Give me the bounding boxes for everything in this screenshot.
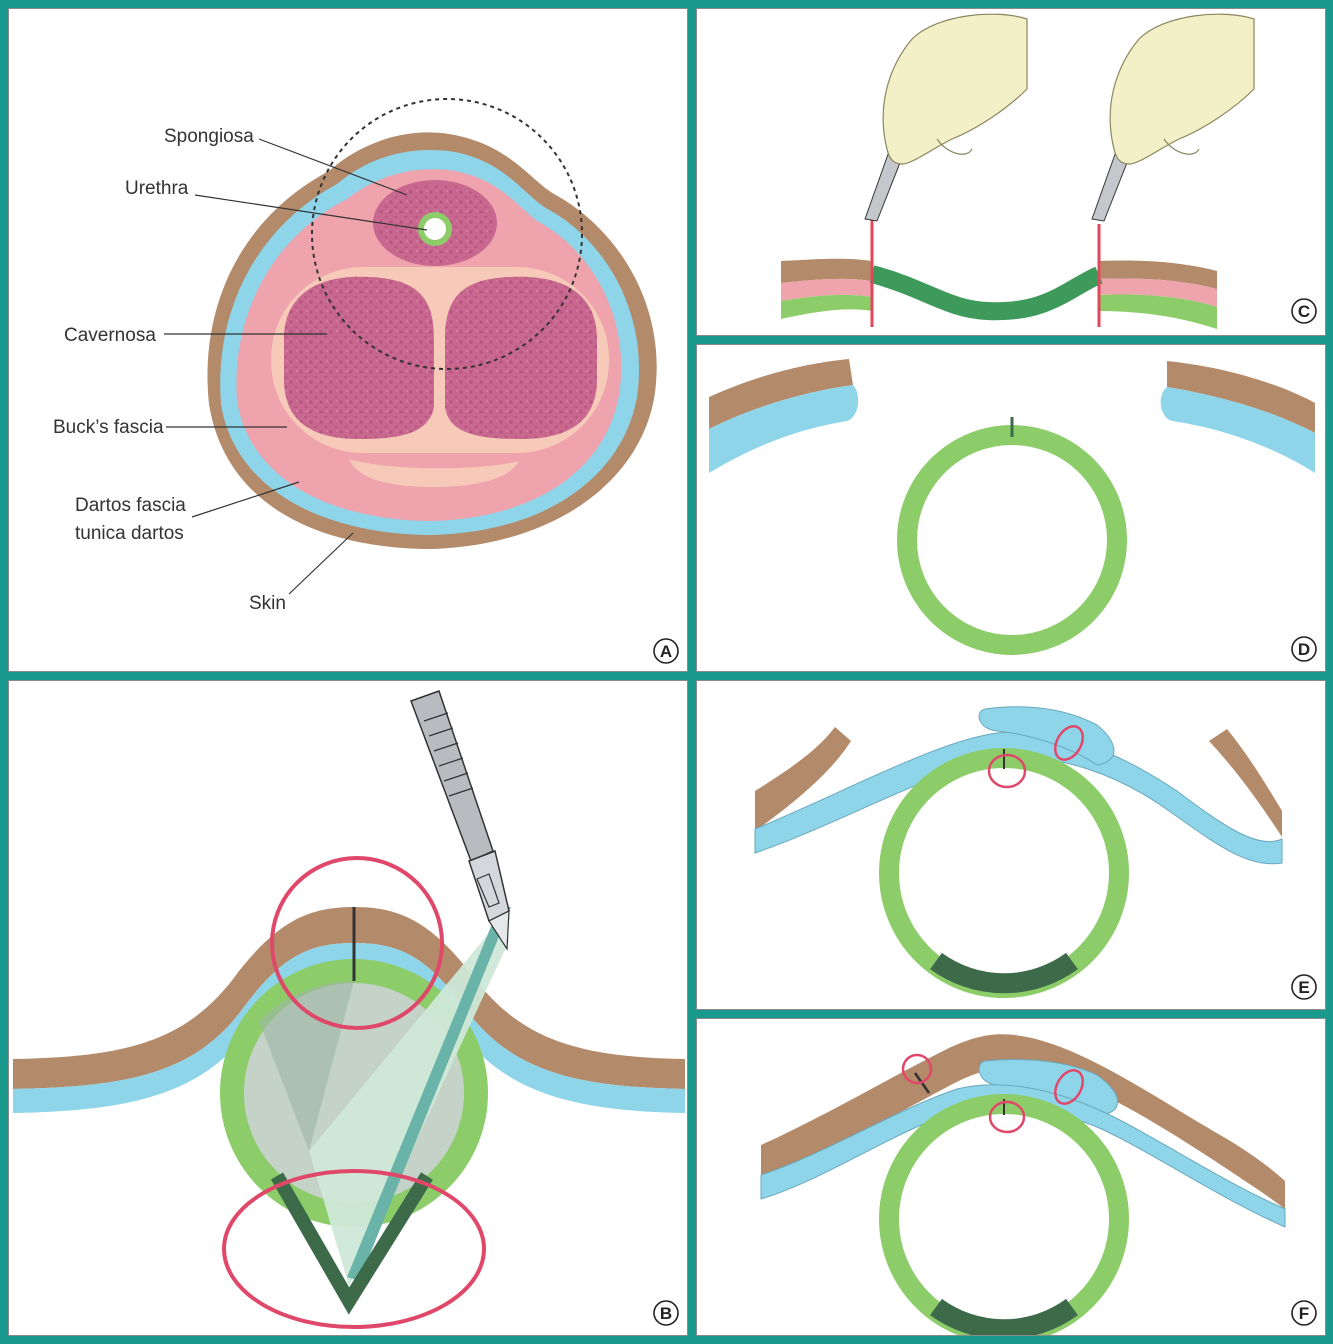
panel-c: C (696, 8, 1326, 336)
dartos-flap-cover-diagram: E (697, 681, 1326, 1010)
badge-b: B (660, 1304, 672, 1323)
badge-d: D (1298, 640, 1310, 659)
hand-with-scalpel-left (865, 14, 1027, 221)
urethra-ring (889, 1104, 1119, 1334)
label-cavernosa: Cavernosa (64, 325, 156, 346)
urethra (421, 215, 449, 243)
label-bucks-fascia: Buck’s fascia (53, 417, 164, 438)
ventral-graft-segment (936, 961, 1072, 983)
glove-left (883, 14, 1027, 164)
badge-e: E (1298, 978, 1309, 997)
urethra-ring (907, 435, 1117, 645)
skin-closure-diagram: F (697, 1019, 1326, 1336)
graft-strip (872, 274, 1099, 311)
hand-with-scalpel-right (1092, 14, 1254, 221)
penile-cross-section-diagram: Spongiosa Urethra Cavernosa Buck’s fasci… (9, 9, 688, 672)
label-skin: Skin (249, 593, 286, 614)
label-dartos-line1: Dartos fascia (75, 495, 186, 516)
panel-b: B (8, 680, 688, 1336)
badge-f: F (1299, 1304, 1309, 1323)
panel-f: F (696, 1018, 1326, 1336)
incision-diagram: C (697, 9, 1326, 336)
badge-c: C (1298, 302, 1310, 321)
urethra-ring (889, 758, 1119, 988)
label-spongiosa: Spongiosa (164, 126, 254, 147)
panel-d: D (696, 344, 1326, 672)
graft-placement-diagram: B (9, 681, 688, 1336)
scalpel (411, 691, 509, 949)
ventral-graft-segment (936, 1307, 1072, 1329)
panel-a: Spongiosa Urethra Cavernosa Buck’s fasci… (8, 8, 688, 672)
flap-elevation-diagram: D (697, 345, 1326, 672)
panel-e: E (696, 680, 1326, 1010)
label-dartos-line2: tunica dartos (75, 523, 184, 544)
label-urethra: Urethra (125, 178, 189, 199)
skin-flap-right (1209, 729, 1282, 837)
badge-a: A (660, 642, 672, 661)
glove-right (1110, 14, 1254, 164)
